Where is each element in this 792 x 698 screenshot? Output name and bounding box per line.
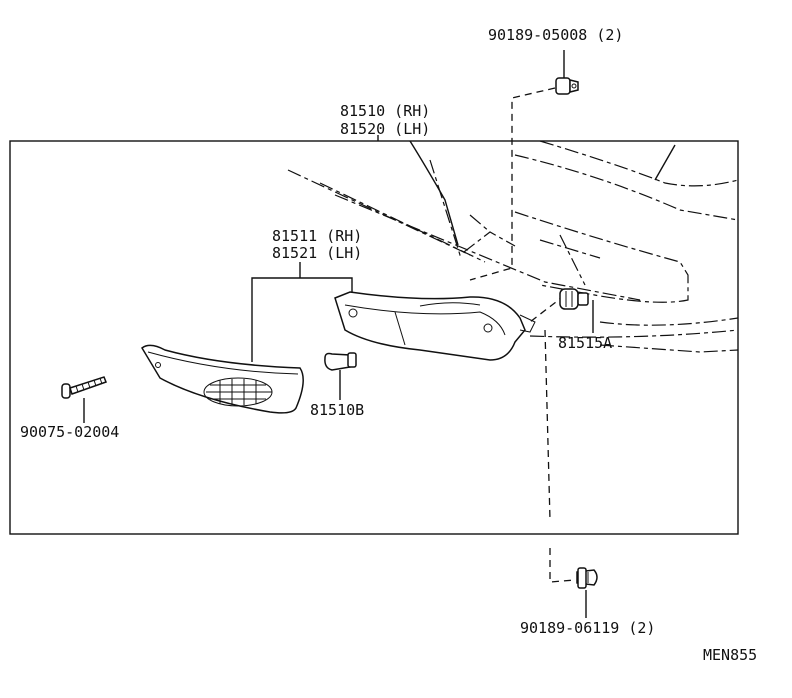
label-screw: 90075-02004 — [20, 423, 119, 441]
label-lens-rh: 81511 (RH) — [272, 227, 362, 245]
assembly-line-bottom — [544, 329, 551, 521]
label-lamp-assy-lh: 81520 (LH) — [340, 120, 430, 138]
clip-top-icon — [555, 77, 579, 95]
label-lamp-assy-rh: 81510 (RH) — [340, 102, 430, 120]
leader-lens-bracket — [251, 277, 353, 362]
socket-icon — [559, 288, 589, 310]
lamp-housing-icon — [334, 291, 536, 361]
clip-bottom-icon — [576, 567, 598, 589]
assembly-line-bottom-clip — [549, 548, 576, 583]
label-bulb: 81510B — [310, 401, 364, 419]
assembly-line-top — [469, 87, 556, 281]
label-socket: 81515A — [558, 334, 612, 352]
bulb-icon — [324, 352, 357, 371]
label-lens-lh: 81521 (LH) — [272, 244, 362, 262]
assembly-line-socket — [529, 294, 566, 323]
assembly-frame — [9, 140, 739, 535]
label-clip-bottom: 90189-06119 (2) — [520, 619, 655, 637]
bumper-outline — [287, 140, 739, 353]
diagram-code: MEN855 — [703, 646, 757, 664]
screw-icon — [61, 376, 107, 399]
lens-icon — [141, 344, 304, 414]
label-clip-top: 90189-05008 (2) — [488, 26, 623, 44]
